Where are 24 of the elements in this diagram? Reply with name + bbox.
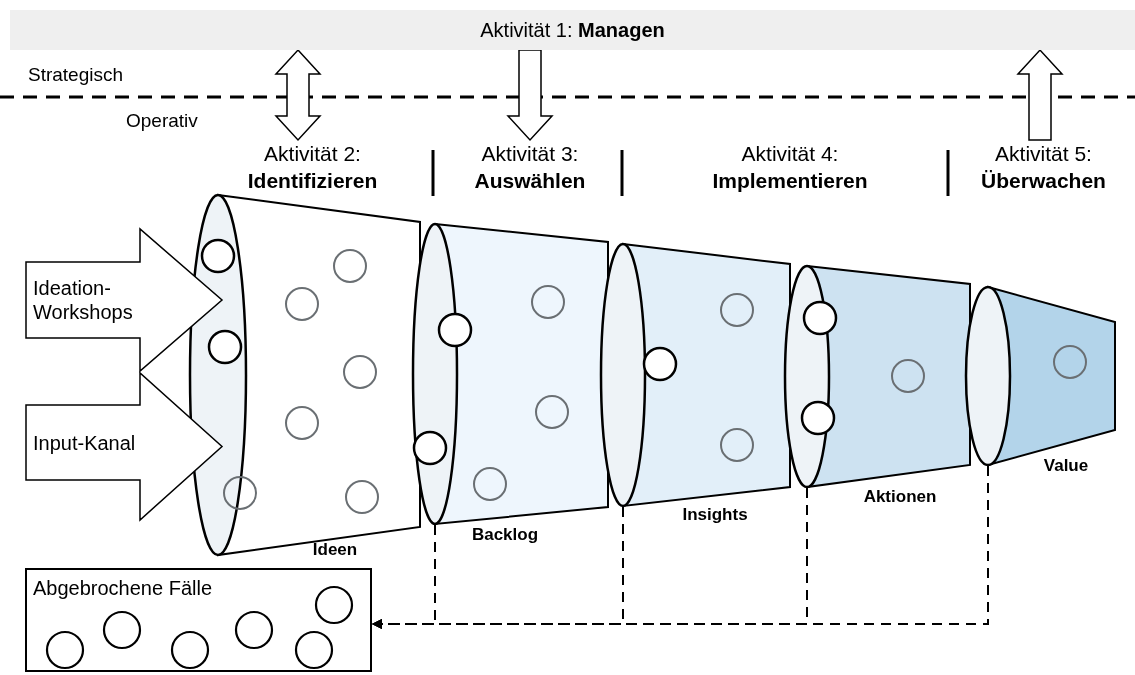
block-arrow xyxy=(1016,48,1064,141)
stage-label: Aktionen xyxy=(863,487,937,507)
double-block-arrow xyxy=(274,48,322,142)
cancelled-cases-box xyxy=(25,568,372,672)
stage-label: Value xyxy=(1043,456,1089,476)
input-label: Input-Kanal xyxy=(33,430,137,455)
input-label: Ideation-Workshops xyxy=(33,276,134,324)
input-arrow xyxy=(25,371,224,522)
block-arrow xyxy=(506,49,554,142)
activity-number: Aktivität 3: xyxy=(481,141,579,167)
stage-label: Ideen xyxy=(312,540,358,560)
box-title: Abgebrochene Fälle xyxy=(33,576,212,600)
activity-number: Aktivität 4: xyxy=(741,141,839,167)
input-arrow xyxy=(25,227,224,373)
activity-number: Aktivität 5: xyxy=(995,141,1092,167)
stage-label: Backlog xyxy=(471,525,539,545)
activity-name: Auswählen xyxy=(474,168,586,194)
activity-number: Aktivität 2: xyxy=(264,141,361,167)
dashed-arrow xyxy=(372,465,989,629)
stage-label: Insights xyxy=(682,505,748,525)
activity-name: Identifizieren xyxy=(247,168,378,194)
activity-name: Überwachen xyxy=(981,168,1106,194)
activity-name: Implementieren xyxy=(712,168,868,194)
activity-banner: Aktivität 1: Managen xyxy=(10,10,1135,50)
